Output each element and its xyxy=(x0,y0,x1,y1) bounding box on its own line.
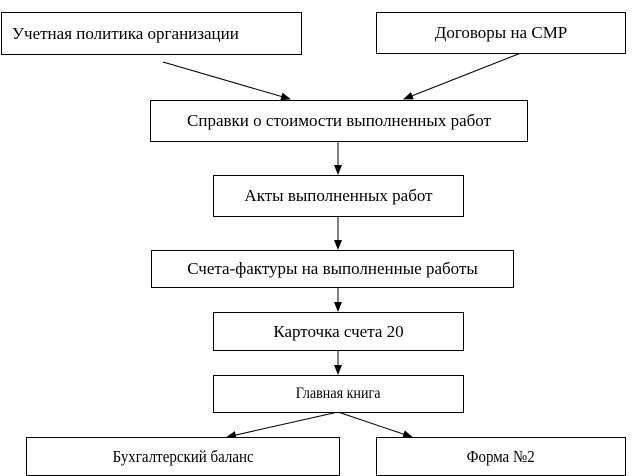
node-label: Бухгалтерский баланс xyxy=(112,446,254,466)
node-general-ledger: Главная книга xyxy=(213,375,464,413)
node-label: Карточка счета 20 xyxy=(273,321,404,341)
node-cost-certificates: Справки о стоимости выполненных работ xyxy=(150,100,528,142)
node-work-acts: Акты выполненных работ xyxy=(213,175,464,217)
node-accounting-policy: Учетная политика организации xyxy=(1,12,302,55)
node-balance-sheet: Бухгалтерский баланс xyxy=(26,437,340,476)
node-invoices: Счета-фактуры на выполненные работы xyxy=(151,250,514,288)
node-account-card: Карточка счета 20 xyxy=(213,312,464,351)
node-label: Форма №2 xyxy=(466,446,536,466)
node-label: Договоры на СМР xyxy=(434,23,568,42)
node-label: Учетная политика организации xyxy=(12,23,239,43)
node-contracts: Договоры на СМР xyxy=(376,12,626,54)
node-form-2: Форма №2 xyxy=(376,437,626,476)
arrow-ledger-to-form2 xyxy=(337,411,413,438)
arrow-policy-to-certificates xyxy=(162,61,291,101)
node-label: Счета-фактуры на выполненные работы xyxy=(187,259,478,278)
node-label: Главная книга xyxy=(296,385,381,402)
arrow-contracts-to-certificates xyxy=(403,50,527,100)
node-label: Акты выполненных работ xyxy=(244,186,433,205)
node-label: Справки о стоимости выполненных работ xyxy=(187,111,491,130)
arrow-ledger-to-balance xyxy=(226,411,339,439)
